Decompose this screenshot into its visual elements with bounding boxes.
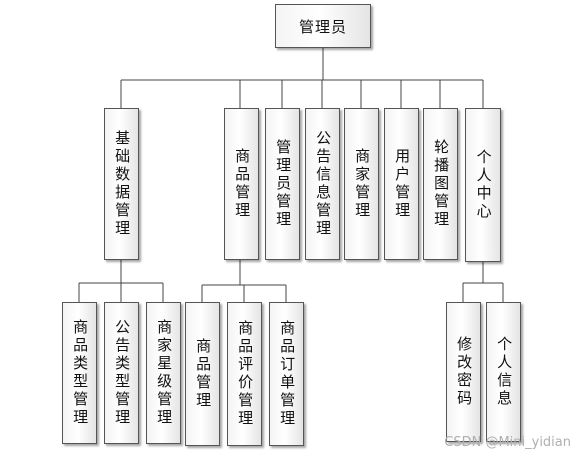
node-label: 个人信息 (495, 336, 514, 408)
node-label: 商家星级管理 (155, 319, 174, 427)
node-label: 商品管理 (233, 148, 252, 220)
node-label: 商品类型管理 (71, 319, 90, 427)
node-notice-management: 公告信息管理 (305, 108, 340, 260)
node-label: 商品评价管理 (236, 320, 255, 428)
node-change-password: 修改密码 (446, 302, 481, 442)
node-goods-order-management: 商品订单管理 (269, 302, 304, 446)
node-merchant-star-management: 商家星级管理 (146, 302, 181, 444)
node-goods-sub-management: 商品管理 (185, 302, 220, 446)
node-notice-type-management: 公告类型管理 (104, 302, 139, 444)
node-label: 基础数据管理 (113, 130, 132, 238)
node-goods-review-management: 商品评价管理 (227, 302, 262, 446)
node-label: 公告类型管理 (113, 319, 132, 427)
root-node-label: 管理员 (298, 17, 347, 36)
node-admin-management: 管理员管理 (265, 108, 300, 260)
node-label: 公告信息管理 (314, 130, 333, 238)
node-personal-center: 个人中心 (465, 108, 501, 262)
node-goods-management: 商品管理 (224, 108, 259, 260)
node-label: 管理员管理 (274, 139, 293, 229)
node-label: 用户管理 (393, 148, 412, 220)
node-merchant-management: 商家管理 (344, 108, 379, 260)
node-label: 商品管理 (194, 338, 213, 410)
node-basic-data-management: 基础数据管理 (104, 108, 139, 260)
node-goods-type-management: 商品类型管理 (62, 302, 97, 444)
node-user-management: 用户管理 (384, 108, 419, 260)
node-label: 商家管理 (353, 148, 372, 220)
node-label: 个人中心 (474, 149, 493, 221)
node-carousel-management: 轮播图管理 (423, 108, 458, 260)
watermark: CSDN @Mini_yidian (444, 435, 571, 450)
node-personal-info: 个人信息 (486, 302, 521, 442)
node-label: 商品订单管理 (278, 320, 297, 428)
node-label: 轮播图管理 (432, 139, 451, 229)
root-node-admin: 管理员 (275, 4, 371, 48)
node-label: 修改密码 (455, 336, 474, 408)
